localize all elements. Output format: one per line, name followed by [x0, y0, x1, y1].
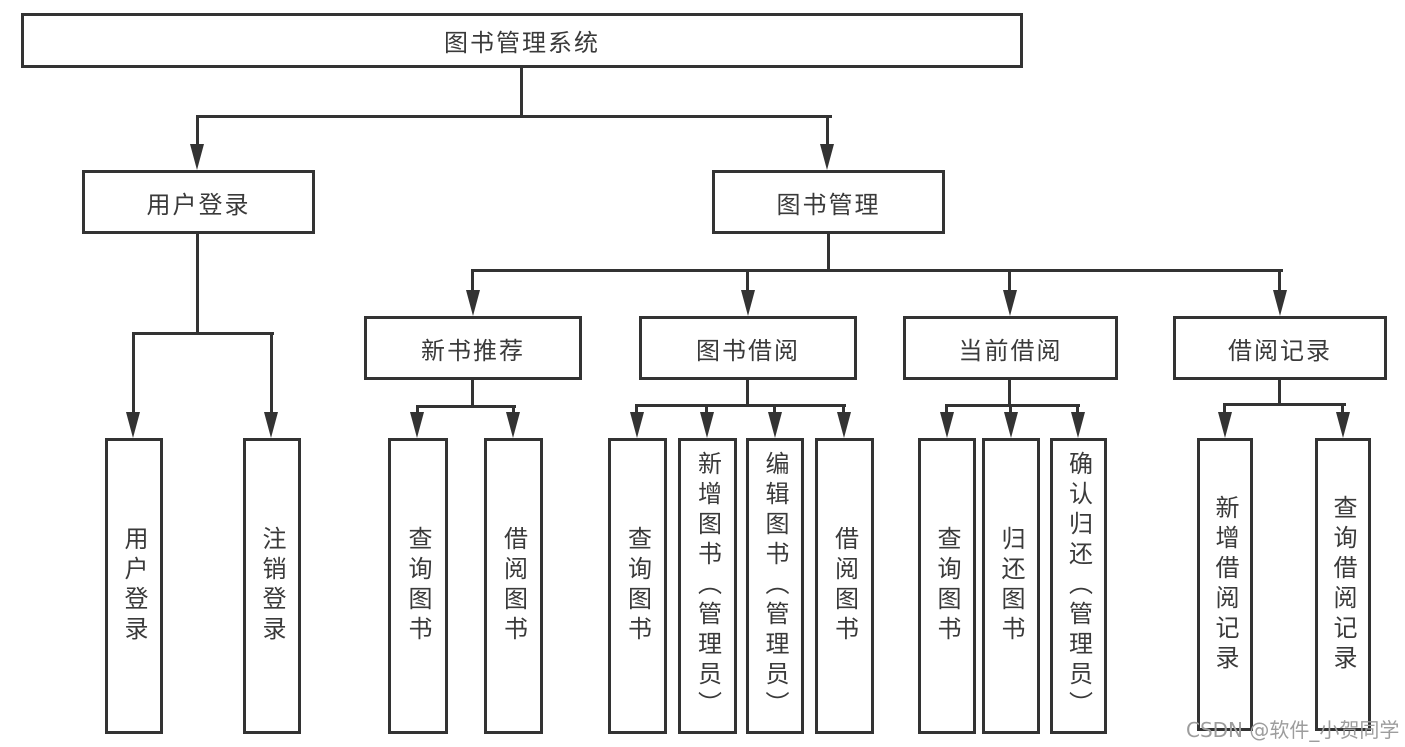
node-borrow-records: 借阅记录 — [1173, 316, 1387, 380]
leaf-query-books-1: 查询图书 — [388, 438, 448, 734]
node-label: 新增图书（管理员） — [693, 451, 722, 721]
node-label: 查询借阅记录 — [1329, 494, 1357, 675]
connector-line — [1008, 269, 1011, 292]
arrow-down-icon — [1273, 290, 1287, 316]
arrow-down-icon — [190, 144, 204, 170]
connector-line — [1008, 380, 1011, 406]
connector-line — [520, 68, 523, 117]
node-label: 借阅图书 — [499, 526, 528, 646]
node-label: 用户登录 — [120, 526, 148, 646]
node-label: 新增借阅记录 — [1211, 494, 1239, 675]
connector-line — [196, 234, 199, 335]
node-label: 注销登录 — [258, 526, 286, 646]
leaf-add-borrow-record: 新增借阅记录 — [1197, 438, 1253, 731]
connector-line — [270, 332, 273, 413]
arrow-down-icon — [1003, 290, 1017, 316]
node-label: 查询图书 — [933, 526, 961, 646]
arrow-down-icon — [1218, 412, 1232, 438]
connector-line — [471, 269, 474, 292]
connector-line — [635, 404, 638, 415]
connector-line — [746, 380, 749, 407]
arrow-down-icon — [1004, 412, 1018, 438]
node-label: 当前借阅 — [958, 336, 1063, 365]
connector-line — [132, 332, 135, 413]
connector-line — [196, 115, 832, 118]
arrow-down-icon — [820, 144, 834, 170]
node-label: 新书推荐 — [421, 336, 525, 365]
arrow-down-icon — [1336, 412, 1350, 438]
connector-line — [945, 404, 1080, 407]
connector-line — [746, 269, 749, 292]
node-label: 用户登录 — [146, 190, 251, 219]
node-user-login: 用户登录 — [82, 170, 315, 234]
node-label: 编辑图书（管理员） — [761, 451, 789, 721]
leaf-add-books-admin: 新增图书（管理员） — [678, 438, 737, 734]
node-label: 借阅图书 — [830, 526, 859, 646]
node-label: 借阅记录 — [1228, 336, 1332, 365]
arrow-down-icon — [410, 412, 424, 438]
arrow-down-icon — [630, 412, 644, 438]
connector-line — [1223, 403, 1346, 406]
node-book-management: 图书管理 — [712, 170, 945, 234]
arrow-down-icon — [700, 412, 714, 438]
leaf-logout: 注销登录 — [243, 438, 301, 734]
node-current-borrow: 当前借阅 — [903, 316, 1118, 380]
connector-line — [635, 404, 846, 407]
connector-line — [705, 404, 708, 415]
leaf-edit-books-admin: 编辑图书（管理员） — [746, 438, 804, 734]
node-label: 确认归还（管理员） — [1064, 451, 1093, 721]
connector-line — [1076, 404, 1079, 415]
connector-line — [945, 404, 948, 415]
connector-line — [1341, 403, 1344, 415]
node-new-book-recommend: 新书推荐 — [364, 316, 582, 380]
connector-line — [1278, 380, 1281, 405]
leaf-return-books: 归还图书 — [982, 438, 1040, 734]
arrow-down-icon — [940, 412, 954, 438]
connector-line — [826, 115, 829, 146]
connector-line — [416, 405, 516, 408]
leaf-query-books-3: 查询图书 — [918, 438, 976, 734]
connector-line — [1278, 269, 1281, 292]
node-root-system: 图书管理系统 — [21, 13, 1023, 68]
connector-line — [842, 404, 845, 415]
leaf-confirm-return-admin: 确认归还（管理员） — [1050, 438, 1107, 734]
leaf-user-login: 用户登录 — [105, 438, 163, 734]
leaf-query-books-2: 查询图书 — [608, 438, 667, 734]
arrow-down-icon — [466, 290, 480, 316]
connector-line — [471, 269, 1283, 272]
arrow-down-icon — [768, 412, 782, 438]
node-label: 图书管理 — [776, 190, 881, 219]
arrow-down-icon — [126, 412, 140, 438]
node-book-borrow: 图书借阅 — [639, 316, 857, 380]
connector-line — [471, 380, 474, 408]
leaf-query-borrow-record: 查询借阅记录 — [1315, 438, 1371, 731]
node-label: 查询图书 — [404, 526, 432, 646]
connector-line — [512, 405, 515, 415]
connector-line — [1009, 404, 1012, 415]
connector-line — [196, 115, 199, 146]
arrow-down-icon — [264, 412, 278, 438]
leaf-borrow-books-1: 借阅图书 — [484, 438, 543, 734]
connector-line — [132, 332, 274, 335]
csdn-watermark: CSDN @软件_小贺同学 — [1186, 718, 1400, 742]
node-label: 图书管理系统 — [444, 29, 600, 57]
arrow-down-icon — [741, 290, 755, 316]
node-label: 查询图书 — [623, 526, 652, 646]
node-label: 归还图书 — [997, 526, 1025, 646]
connector-line — [827, 233, 830, 272]
connector-line — [1223, 403, 1226, 415]
connector-line — [416, 405, 419, 415]
arrow-down-icon — [506, 412, 520, 438]
leaf-borrow-books-2: 借阅图书 — [815, 438, 874, 734]
connector-line — [773, 404, 776, 415]
node-label: 图书借阅 — [696, 336, 800, 365]
arrow-down-icon — [1071, 412, 1085, 438]
arrow-down-icon — [837, 412, 851, 438]
